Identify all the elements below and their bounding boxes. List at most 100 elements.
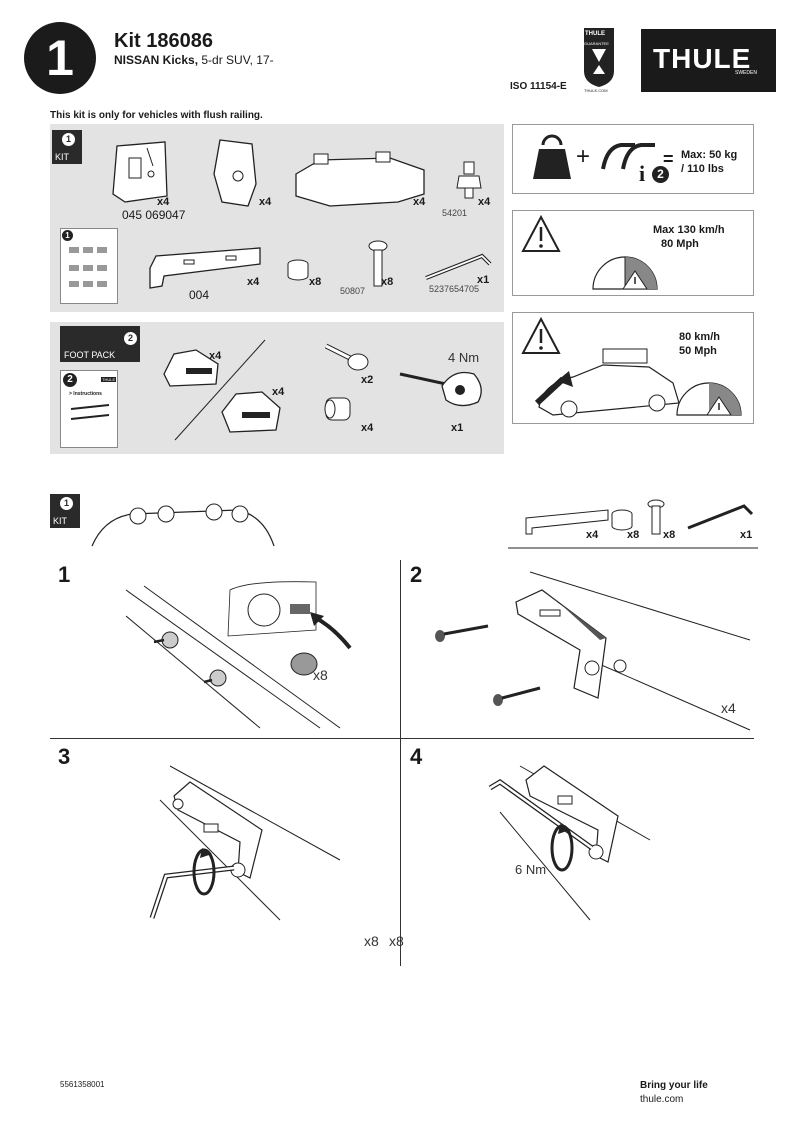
speed-kmh: 80 km/h [679, 331, 720, 343]
weight-icon [533, 134, 571, 179]
kit-item-qty: x4 [478, 196, 491, 208]
lock-cylinder-icon [324, 397, 351, 421]
foot-pack-booklet: 2 THULE > Instructions [60, 370, 118, 448]
load-capacity-box: + i 2 = Max: 50 kg / 110 lbs [512, 124, 754, 194]
max-speed-mph: 80 Mph [661, 238, 699, 250]
vehicle-make: NISSAN Kicks, [114, 53, 199, 67]
torque-tool-qty: x1 [451, 422, 464, 434]
key-qty: x2 [361, 374, 374, 386]
warning-icon [521, 214, 561, 252]
badge-mid-text: GUARANTEE [584, 41, 609, 46]
kit-item-qty: x4 [157, 196, 170, 208]
page-number-badge: 1 [24, 22, 96, 94]
bracket-part-drawing [112, 141, 168, 203]
step-3-qty: x8 [364, 933, 379, 949]
kit-tag-label: KIT [55, 152, 70, 162]
roof-bars-thumbnail [70, 404, 110, 420]
footer-url[interactable]: thule.com [640, 1094, 684, 1105]
kit-item-qty: x4 [247, 276, 260, 288]
equals-sign: = [663, 149, 674, 169]
strip-tag-label: KIT [53, 516, 68, 526]
logo-text: THULE [653, 43, 752, 74]
step-4-drawing [488, 765, 651, 921]
foot-pack-panel: 2 FOOT PACK 2 THULE > Instructions x4 x4… [50, 322, 504, 454]
vehicle-info: NISSAN Kicks, 5-dr SUV, 17- [114, 53, 274, 67]
kit-title: Kit 186086 [114, 30, 213, 52]
kit-item-qty: x4 [259, 196, 272, 208]
info-icon: i [639, 161, 646, 186]
speedometer-icon [592, 256, 658, 290]
kit-item-part: 54201 [442, 208, 468, 218]
logo-sub-text: SWEDEN [735, 70, 757, 76]
pad-part-drawing [213, 139, 257, 207]
max-speed-kmh: Max 130 km/h [653, 224, 725, 236]
kit-item-part: 045 069047 [122, 208, 186, 222]
warning-icon [521, 316, 561, 354]
step-1-drawing [125, 581, 352, 729]
kit-item-part: 50807 [340, 286, 366, 296]
kit-item-qty: x8 [309, 276, 322, 288]
step-3-drawing [149, 765, 341, 921]
speed-mph: 50 Mph [679, 345, 717, 357]
foot-pack-label: FOOT PACK [64, 350, 116, 360]
vehicle-detail: 5-dr SUV, 17- [198, 53, 274, 67]
booklet-circle-number: 1 [62, 230, 73, 241]
torque-tool-drawing [399, 371, 482, 407]
foot-booklet-label: > Instructions [69, 391, 102, 397]
kit-item-qty: x4 [413, 196, 426, 208]
flush-railing-note: This kit is only for vehicles with flush… [50, 110, 263, 121]
step-2-qty: x4 [721, 700, 736, 716]
strip-qty: x8 [627, 529, 640, 541]
spacer-part-drawing [287, 259, 309, 281]
foot-a-drawing [163, 349, 219, 387]
thule-logo: THULE SWEDEN [641, 29, 776, 92]
step-3-number: 3 [58, 744, 71, 769]
plate-part-drawing [149, 247, 261, 289]
vehicle-roof-overview [91, 503, 275, 547]
strip-qty: x4 [586, 529, 599, 541]
foot-pack-tag: 2 FOOT PACK [60, 326, 140, 362]
plus-sign: + [576, 143, 591, 170]
bolt-part-drawing [368, 240, 388, 287]
step-grid-vertical-line [400, 560, 401, 966]
kit-contents-panel: 1 KIT x4 045 069047 x4 x4 x4 54201 1 [50, 124, 504, 312]
iso-label: ISO 11154-E [510, 81, 567, 92]
strip-qty: x8 [663, 529, 676, 541]
foot-b-drawing [221, 391, 281, 433]
footer-tagline: Bring your life [640, 1080, 708, 1091]
kit-tag: 1 KIT [52, 130, 82, 164]
step-grid-horizontal-line [50, 738, 754, 739]
kit-instruction-booklet: 1 [60, 228, 118, 304]
key-icon [324, 343, 369, 371]
roof-bars-icon [601, 143, 655, 170]
step-1-qty: x8 [313, 667, 328, 683]
speed-warning-box: 80 km/h 50 Mph [512, 312, 754, 424]
foot-booklet-circle: 2 [63, 373, 77, 387]
strip-circle-number: 1 [60, 497, 73, 510]
speedometer-icon [676, 382, 742, 416]
foot-booklet-brand: THULE [101, 377, 117, 382]
step-2-number: 2 [410, 562, 423, 587]
max-weight-kg: Max: 50 kg [681, 149, 738, 161]
booklet-thumbnails [69, 247, 107, 287]
step-4-qty: x8 [389, 933, 404, 949]
foot-b-qty: x4 [272, 386, 285, 398]
guarantee-shield-icon [584, 28, 614, 87]
car-with-load-drawing [534, 348, 680, 418]
speed-limit-box: Max 130 km/h 80 Mph [512, 210, 754, 296]
max-weight-lbs: / 110 lbs [681, 163, 724, 175]
nut-part-drawing [456, 161, 482, 199]
step-4-number: 4 [410, 744, 423, 769]
step-4-torque: 6 Nm [515, 862, 547, 877]
kit-item-part: 5237654705 [429, 284, 480, 294]
strip-parts-drawing [508, 499, 758, 549]
kit-item-qty: x8 [381, 276, 394, 288]
guarantee-badge: THULE GUARANTEE THULE.COM [583, 27, 615, 93]
foot-pack-circle-number: 2 [124, 332, 137, 345]
strip-kit-tag: 1 KIT [50, 494, 80, 528]
info-number: 2 [652, 166, 669, 183]
document-code: 5561358001 [60, 1080, 105, 1089]
page-number: 1 [46, 30, 74, 86]
kit-item-qty: x1 [477, 274, 490, 286]
adapter-part-drawing [295, 151, 425, 207]
